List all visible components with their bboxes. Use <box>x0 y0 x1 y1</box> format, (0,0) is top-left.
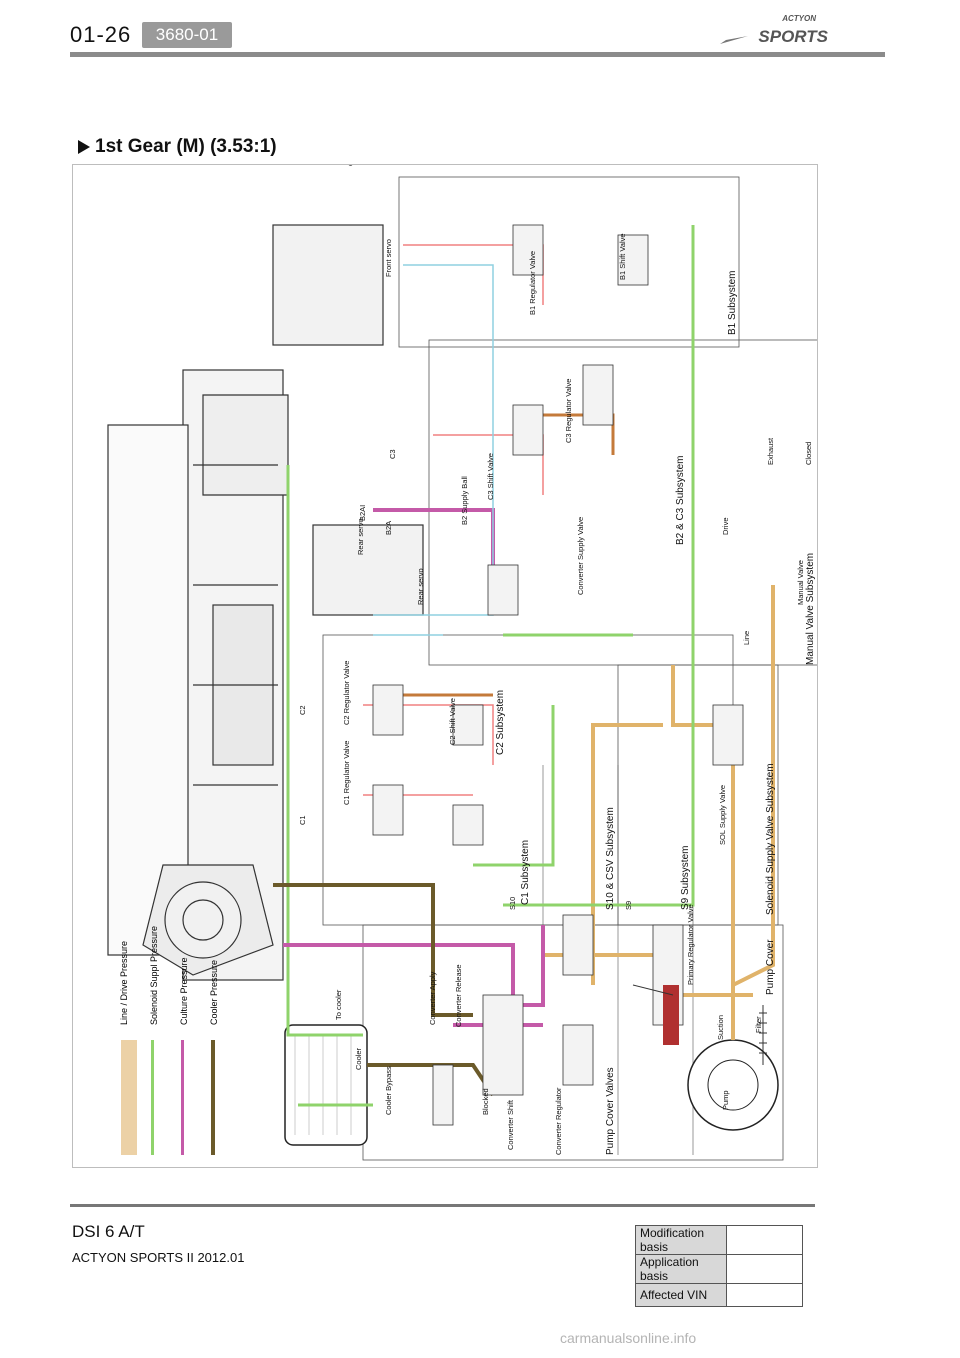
section-code-badge: 3680-01 <box>142 22 232 48</box>
svg-text:C3: C3 <box>346 164 355 166</box>
svg-text:Line / Drive Pressure: Line / Drive Pressure <box>119 941 129 1025</box>
solenoid-supply-paths <box>286 225 695 1107</box>
application-basis-value <box>726 1254 803 1284</box>
transmission-cross-section <box>107 224 424 981</box>
svg-text:Converter Regulator: Converter Regulator <box>554 1087 563 1155</box>
b1-subsystem-box <box>398 176 740 348</box>
svg-text:B2A: B2A <box>384 521 393 535</box>
c1-subsystem-label: C1 Subsystem <box>520 840 531 905</box>
svg-text:Suction: Suction <box>716 1015 725 1040</box>
b2-c3-subsystem-box <box>428 339 817 666</box>
svg-text:SOL Supply Valve: SOL Supply Valve <box>718 785 727 845</box>
svg-text:C1 Regulator Valve: C1 Regulator Valve <box>342 741 351 805</box>
watermark: carmanualsonline.info <box>560 1330 697 1346</box>
modification-basis-label: Modification basis <box>635 1225 727 1255</box>
hydraulic-circuit-diagram: Line / Drive Pressure Solenoid Suppl Pre… <box>72 164 818 1168</box>
svg-text:C3: C3 <box>388 449 397 459</box>
table-row: Modification basis <box>635 1225 803 1255</box>
svg-text:S10: S10 <box>508 897 517 910</box>
svg-text:B2AI: B2AI <box>358 505 367 521</box>
svg-text:Blocked: Blocked <box>481 1088 490 1115</box>
s9-subsystem-label: S9 Subsystem <box>680 846 691 910</box>
svg-text:Front servo: Front servo <box>384 239 393 277</box>
application-basis-label: Application basis <box>635 1254 727 1284</box>
svg-text:Drive: Drive <box>721 517 730 535</box>
svg-text:Closed: Closed <box>804 442 813 465</box>
svg-text:Filter: Filter <box>754 1016 763 1033</box>
svg-text:Cooler Pressure: Cooler Pressure <box>209 960 219 1025</box>
footer-model: DSI 6 A/T <box>72 1222 145 1241</box>
svg-text:SPORTS: SPORTS <box>758 27 828 46</box>
svg-text:Cooler: Cooler <box>354 1047 363 1070</box>
section-title: 1st Gear (M) (3.53:1) <box>95 136 277 157</box>
solenoid-supply-subsystem-label: Solenoid Supply Valve Subsystem <box>765 763 776 915</box>
svg-text:C1: C1 <box>298 815 307 825</box>
modification-basis-value <box>726 1225 803 1255</box>
svg-text:C2 Shift Valve: C2 Shift Valve <box>448 698 457 745</box>
pump-cover-valves-label: Pump Cover Valves <box>605 1067 616 1155</box>
revision-info-table: Modification basis Application basis Aff… <box>635 1225 803 1307</box>
table-row: Affected VIN <box>635 1283 803 1307</box>
b1-subsystem-label: B1 Subsystem <box>727 271 738 335</box>
primary-regulator-highlight <box>663 985 679 1045</box>
page-number: 01-26 <box>70 22 132 47</box>
svg-text:C2: C2 <box>298 705 307 715</box>
svg-text:B1 Regulator Valve: B1 Regulator Valve <box>528 251 537 315</box>
svg-text:Converter Release: Converter Release <box>454 964 463 1027</box>
svg-text:Primary Regulator Valve: Primary Regulator Valve <box>686 904 695 985</box>
svg-text:S9: S9 <box>624 901 633 910</box>
footer-vehicle: ACTYON SPORTS II 2012.01 <box>72 1250 245 1265</box>
svg-text:B1 Shift Valve: B1 Shift Valve <box>618 233 627 280</box>
svg-text:Converter Supply Valve: Converter Supply Valve <box>576 517 585 595</box>
svg-text:Cooler Bypass: Cooler Bypass <box>384 1066 393 1115</box>
svg-text:Rear servo: Rear servo <box>356 518 365 555</box>
affected-vin-label: Affected VIN <box>635 1283 727 1307</box>
c2-subsystem-label: C2 Subsystem <box>495 690 506 755</box>
svg-text:Manual Valve: Manual Valve <box>796 560 805 605</box>
cooler-unit <box>284 1024 368 1146</box>
svg-text:Converter Shift: Converter Shift <box>506 1099 515 1150</box>
affected-vin-value <box>726 1283 803 1307</box>
brand-logo: ACTYON SPORTS <box>720 14 829 46</box>
svg-text:Converter Apply: Converter Apply <box>428 971 437 1025</box>
s10-csv-subsystem-label: S10 & CSV Subsystem <box>605 807 616 910</box>
svg-text:Rear servo: Rear servo <box>416 568 425 605</box>
svg-text:C3 Shift Valve: C3 Shift Valve <box>486 453 495 500</box>
header-rule <box>70 52 885 57</box>
svg-text:To cooler: To cooler <box>334 989 343 1020</box>
svg-text:C2 Regulator Valve: C2 Regulator Valve <box>342 661 351 725</box>
svg-text:B2 Supply Ball: B2 Supply Ball <box>460 476 469 525</box>
svg-text:Exhaust: Exhaust <box>766 437 775 465</box>
manual-valve-subsystem-label: Manual Valve Subsystem <box>805 553 816 665</box>
svg-text:Pump: Pump <box>721 1090 730 1110</box>
b2-c3-subsystem-label: B2 & C3 Subsystem <box>675 456 686 545</box>
solenoid-supply-box <box>617 664 779 926</box>
svg-text:C3 Regulator Valve: C3 Regulator Valve <box>564 379 573 443</box>
valve-bodies <box>372 224 744 1126</box>
table-row: Application basis <box>635 1254 803 1284</box>
svg-text:Solenoid Suppl Pressure: Solenoid Suppl Pressure <box>149 926 159 1025</box>
legend: Line / Drive Pressure Solenoid Suppl Pre… <box>119 926 219 1155</box>
footer-rule <box>70 1204 815 1207</box>
play-arrow-icon <box>78 140 90 154</box>
svg-text:Culture Pressure: Culture Pressure <box>179 957 189 1025</box>
svg-text:ACTYON: ACTYON <box>781 14 816 23</box>
svg-text:Line: Line <box>742 631 751 645</box>
pump-cover-label: Pump Cover <box>765 939 776 995</box>
